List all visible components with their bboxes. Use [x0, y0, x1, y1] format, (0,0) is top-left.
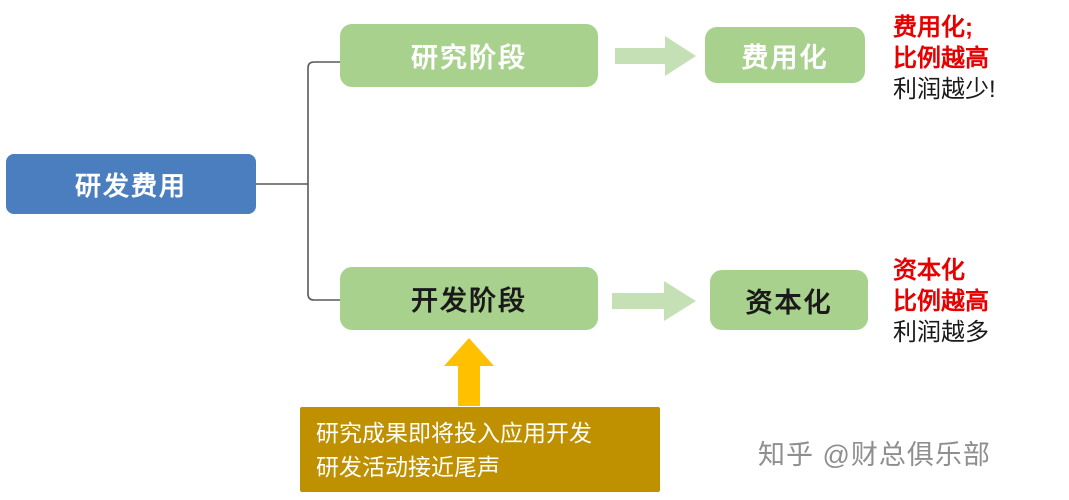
- callout-line: 研究成果即将投入应用开发: [316, 420, 592, 446]
- development-stage-node: 开发阶段: [340, 267, 598, 330]
- expense-note: 费用化; 比例越高 利润越少!: [893, 12, 996, 105]
- arrow-right-icon: [612, 281, 696, 321]
- branch-brace-connector: [256, 61, 341, 301]
- callout-line: 研发活动接近尾声: [316, 454, 500, 480]
- watermark-text: 知乎 @财总俱乐部: [758, 440, 991, 470]
- note-line: 比例越高: [893, 45, 989, 72]
- arrow-up-icon: [444, 338, 494, 406]
- note-line: 利润越多: [893, 319, 989, 346]
- note-line: 比例越高: [893, 288, 989, 315]
- research-stage-node: 研究阶段: [340, 24, 598, 87]
- root-node-rd-expense: 研发费用: [6, 154, 256, 214]
- capitalize-result-node: 资本化: [710, 270, 868, 330]
- development-callout: 研究成果即将投入应用开发 研发活动接近尾声: [300, 407, 660, 492]
- expense-result-node: 费用化: [705, 27, 865, 83]
- note-line: 费用化;: [893, 14, 973, 41]
- arrow-right-icon: [615, 36, 696, 76]
- note-line: 利润越少!: [893, 76, 996, 103]
- capitalize-note: 资本化 比例越高 利润越多: [893, 255, 989, 348]
- note-line: 资本化: [893, 257, 965, 284]
